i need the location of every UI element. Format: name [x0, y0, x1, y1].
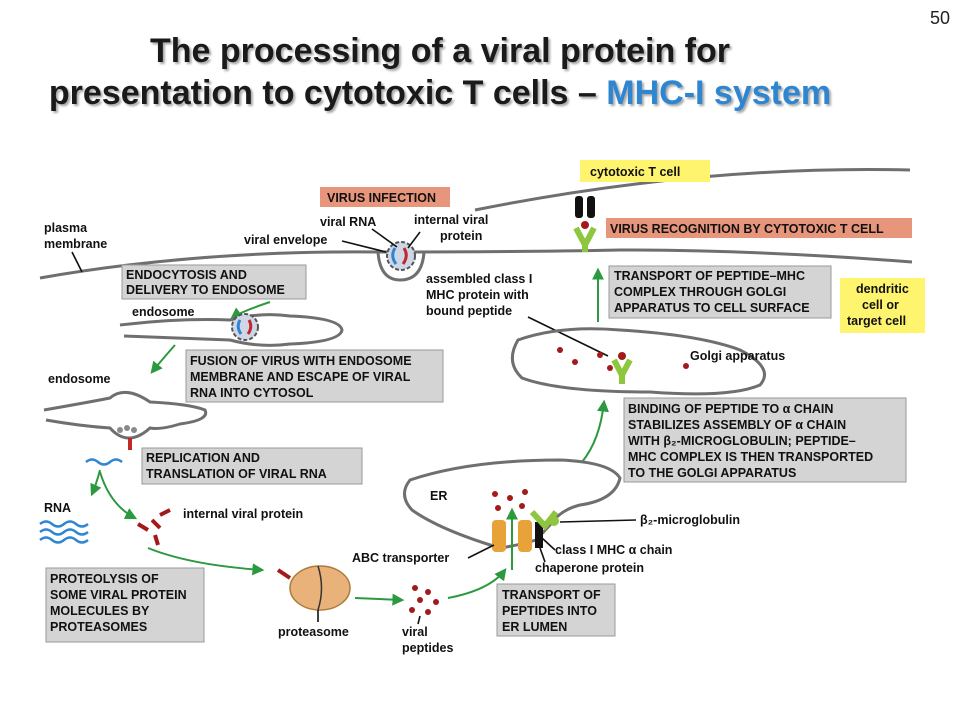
to-proteasome-arrow: [147, 547, 265, 576]
proteasome-label: proteasome: [278, 625, 349, 639]
dendritic-cell-label-1: dendritic: [856, 282, 909, 296]
golgi-transport-line-2: COMPLEX THROUGH GOLGI: [614, 285, 786, 299]
proteolysis-line-4: PROTEASOMES: [50, 620, 147, 634]
translation-arrow: [99, 471, 138, 520]
golgi-transport-step-box: [608, 265, 832, 319]
viral-peptides-icon: [409, 585, 439, 615]
virus-at-membrane-icon: [376, 241, 426, 282]
dendritic-cell-label-2: cell or: [862, 298, 899, 312]
abc-transporter-label: ABC transporter: [352, 551, 449, 565]
dendritic-cell-label-3: target cell: [847, 314, 906, 328]
plasma-membrane-label-2: membrane: [44, 237, 107, 251]
internal-viral-protein-label-1: internal viral: [414, 213, 488, 227]
rna-label: RNA: [44, 501, 71, 515]
title-highlight: MHC-I system: [606, 74, 832, 112]
golgi-apparatus: [510, 327, 766, 396]
viral-rna-label: viral RNA: [320, 215, 376, 229]
proteolysis-line-2: SOME VIRAL PROTEIN: [50, 588, 187, 602]
rna-stack-icon: [39, 520, 89, 544]
virus-infection-box: [320, 187, 450, 207]
assembled-mhc-label-2: MHC protein with: [426, 288, 529, 302]
fusion-line-1: FUSION OF VIRUS WITH ENDOSOME: [190, 354, 412, 368]
proteolysis-line-3: MOLECULES BY: [50, 604, 150, 618]
golgi-label: Golgi apparatus: [690, 349, 785, 363]
proteasome-icon: [276, 565, 351, 611]
slide-number: 50: [929, 8, 950, 28]
to-golgi-arrow: [581, 399, 609, 463]
endoplasmic-reticulum: [403, 458, 622, 550]
fusion-step-box: [185, 349, 444, 403]
replication-line-2: TRANSLATION OF VIRAL RNA: [146, 467, 327, 481]
dendritic-cell-box: [840, 278, 925, 333]
binding-line-3: WITH β₂-MICROGLOBULIN; PEPTIDE–: [628, 434, 856, 448]
plasma-membrane: [39, 248, 913, 280]
replication-step-box: [141, 447, 363, 485]
viral-peptides-label-2: peptides: [402, 641, 453, 655]
slide-title: The processing of a viral protein for pr…: [0, 30, 880, 114]
binding-line-4: MHC COMPLEX IS THEN TRANSPORTED: [628, 450, 873, 464]
endosome-virus-icon: [231, 313, 259, 341]
viral-peptides-label-1: viral: [402, 625, 428, 639]
er-transport-line-1: TRANSPORT OF: [502, 588, 601, 602]
chaperone-label: chaperone protein: [535, 561, 644, 575]
abc-transporter-icon: [492, 520, 532, 552]
peptides-to-tap-arrow: [447, 568, 507, 599]
internal-viral-protein-label-2: protein: [440, 229, 482, 243]
title-line-2: presentation to cytotoxic T cells –: [48, 74, 607, 112]
plasma-membrane-label-1: plasma: [44, 221, 88, 235]
virus-recognition-label: VIRUS RECOGNITION BY CYTOTOXIC T CELL: [610, 222, 884, 236]
endosome-top: [119, 313, 344, 347]
er-transport-step-box: [496, 583, 616, 637]
endocytosis-step-box: [121, 264, 307, 300]
golgi-transport-line-3: APPARATUS TO CELL SURFACE: [614, 301, 810, 315]
binding-line-5: TO THE GOLGI APPARATUS: [628, 466, 796, 480]
replication-line-1: REPLICATION AND: [146, 451, 260, 465]
fusion-line-2: MEMBRANE AND ESCAPE OF VIRAL: [190, 370, 411, 384]
endosome-left-label: endosome: [48, 372, 111, 386]
endosome-top-label: endosome: [132, 305, 195, 319]
rna-arrow: [90, 469, 102, 497]
binding-line-1: BINDING OF PEPTIDE TO α CHAIN: [628, 402, 833, 416]
virus-recognition-box: [606, 218, 912, 238]
t-cell-label: cytotoxic T cell: [590, 165, 680, 179]
binding-step-box: [623, 397, 907, 483]
endocytosis-arrow: [230, 301, 271, 320]
golgi-mhc-icon: [611, 352, 633, 384]
b2m-label: β₂-microglobulin: [640, 513, 740, 527]
fusion-arrow: [150, 344, 176, 374]
proteolysis-line-1: PROTEOLYSIS OF: [50, 572, 159, 586]
endosome-left: [43, 390, 208, 440]
t-cell-label-box: [580, 160, 710, 182]
mhc-alpha-label: class I MHC α chain: [555, 543, 672, 557]
mhc-assembly-icon: [529, 509, 559, 548]
fusion-line-3: RNA INTO CYTOSOL: [190, 386, 314, 400]
binding-line-2: STABILIZES ASSEMBLY OF α CHAIN: [628, 418, 846, 432]
er-transport-line-3: ER LUMEN: [502, 620, 567, 634]
virus-infection-label: VIRUS INFECTION: [327, 191, 436, 205]
golgi-transport-line-1: TRANSPORT OF PEPTIDE–MHC: [614, 269, 805, 283]
viral-envelope-label: viral envelope: [244, 233, 327, 247]
endocytosis-line-1: ENDOCYTOSIS AND: [126, 268, 247, 282]
endocytosis-line-2: DELIVERY TO ENDOSOME: [126, 283, 285, 297]
title-line-1: The processing of a viral protein for: [150, 32, 730, 70]
to-peptides-arrow: [354, 593, 405, 606]
er-label: ER: [430, 489, 447, 503]
internal-viral-protein-label: internal viral protein: [183, 507, 303, 521]
viral-protein-icon: [136, 508, 171, 546]
tcr-mhc-icon: [573, 196, 597, 252]
proteolysis-step-box: [45, 567, 205, 643]
er-transport-line-2: PEPTIDES INTO: [502, 604, 597, 618]
assembled-mhc-label-3: bound peptide: [426, 304, 512, 318]
assembled-mhc-label-1: assembled class I: [426, 272, 532, 286]
